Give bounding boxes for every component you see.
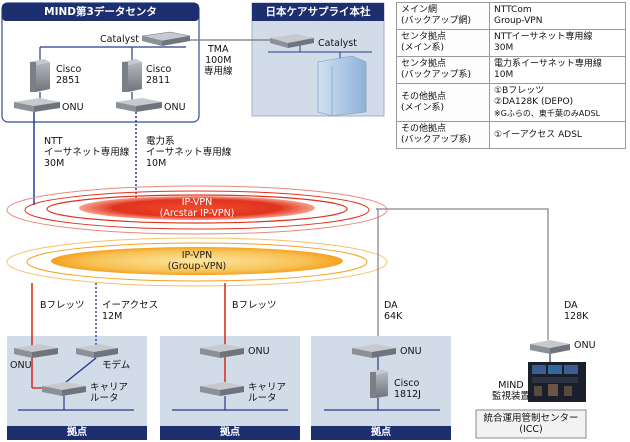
group-vpn-cloud xyxy=(6,237,388,287)
site1-modem-icon xyxy=(76,344,118,358)
hq-catalyst-label: Catalyst xyxy=(318,38,357,49)
arcstar-cloud xyxy=(6,185,388,235)
hq-title-bar xyxy=(252,3,384,21)
cisco2851-icon xyxy=(30,59,50,92)
dc-onu1-icon xyxy=(14,98,60,112)
site3-label: 拠点 xyxy=(371,427,391,438)
site2-onu-icon xyxy=(200,344,244,358)
site3-cisco-icon xyxy=(370,369,388,398)
cisco2811-icon xyxy=(122,59,142,92)
icc-label: 統合運用管制センター(ICC) xyxy=(483,413,579,435)
building-icon xyxy=(317,55,367,117)
site1-modem-label: モデム xyxy=(102,360,131,371)
table-key: その他拠点(メイン系) xyxy=(396,83,490,122)
icc-label-box xyxy=(475,409,587,439)
site1-router-icon xyxy=(42,382,86,396)
hq-catalyst-icon xyxy=(270,34,314,48)
dc-onu2-label: ONU xyxy=(164,102,186,113)
table-key: メイン網(バックアップ網) xyxy=(396,2,490,30)
site1-label-bar xyxy=(7,426,147,440)
site2-label-bar xyxy=(160,426,300,440)
arcstar-label: IP-VPN(Arcstar IP-VPN) xyxy=(159,197,235,219)
site2-router-label: キャリアルータ xyxy=(248,382,287,404)
dc-catalyst-icon xyxy=(141,31,191,46)
site1-label: 拠点 xyxy=(67,427,87,438)
icc-onu-label: ONU xyxy=(574,340,596,351)
table-key: その他拠点(バックアップ系) xyxy=(396,121,490,149)
icc-onu-icon xyxy=(530,340,570,354)
site2-label: 拠点 xyxy=(220,427,240,438)
table-key: センタ拠点(メイン系) xyxy=(396,29,490,57)
group-vpn-label: IP-VPN(Group-VPN) xyxy=(167,250,227,272)
site1-router-label: キャリアルータ xyxy=(90,382,129,404)
table-key: センタ拠点(バックアップ系) xyxy=(396,56,490,84)
site3-label-bar xyxy=(311,426,451,440)
bflets-link2-label: Bフレッツ xyxy=(232,300,277,311)
table-value: ①イーアクセス ADSL xyxy=(489,121,626,149)
site2-onu-label: ONU xyxy=(248,346,270,357)
dc-catalyst-label: Catalyst xyxy=(100,34,139,45)
table-row: その他拠点(バックアップ系) ①イーアクセス ADSL xyxy=(396,121,626,149)
site3-onu-icon xyxy=(352,344,396,358)
datacenter-title: MIND第3データセンタ xyxy=(44,6,157,18)
bflets-link1-label: Bフレッツ xyxy=(40,300,85,311)
site2-router-icon xyxy=(200,382,244,396)
monitoring-room-photo xyxy=(528,362,586,402)
site1-onu-label: ONU xyxy=(10,360,32,371)
dc-onu1-label: ONU xyxy=(62,102,84,113)
site3-onu-label: ONU xyxy=(400,346,422,357)
hq-title: 日本ケアサプライ本社 xyxy=(265,6,371,18)
datacenter-title-bar xyxy=(2,3,199,21)
dc-onu2-icon xyxy=(116,98,162,112)
site1-onu-icon xyxy=(14,344,58,358)
